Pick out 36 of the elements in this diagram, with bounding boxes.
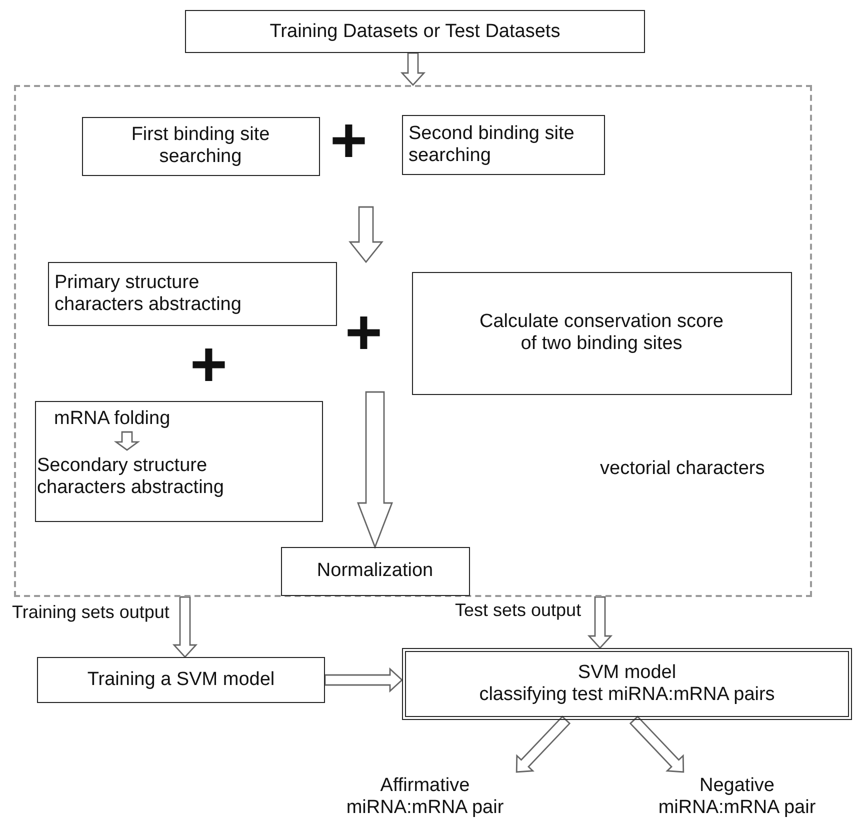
node-label: Normalization — [316, 560, 434, 582]
process-box — [34, 400, 322, 522]
block-arrow — [516, 716, 571, 773]
plus-sign: + — [345, 300, 382, 364]
node-text: Negative miRNA:mRNA pair — [657, 775, 817, 819]
node-label: First binding site searching — [130, 124, 271, 168]
process-box — [280, 546, 470, 596]
node-label: Training a SVM model — [87, 669, 275, 691]
output-box — [402, 648, 852, 720]
process-box — [82, 116, 320, 176]
block-arrow — [587, 596, 613, 650]
plus-sign: + — [330, 108, 368, 172]
node-label: Second binding site searching — [408, 122, 576, 166]
block-arrow — [400, 52, 426, 86]
edge-label: Training sets output — [12, 602, 170, 622]
node-text: Affirmative miRNA:mRNA pair — [345, 775, 505, 819]
process-box — [402, 114, 604, 174]
node-text: Secondary structure characters abstracting — [37, 455, 225, 499]
node-label: Calculate conservation score of two binding sites — [478, 311, 724, 355]
block-arrow — [172, 596, 198, 658]
dashed-group-box — [14, 85, 812, 597]
block-arrow — [114, 431, 140, 451]
node-label: classifying test miRNA:mRNA pairs — [479, 684, 775, 706]
process-box — [412, 272, 792, 394]
process-box — [48, 262, 336, 326]
block-arrow — [629, 716, 684, 773]
node-label: SVM model — [578, 662, 676, 684]
process-box — [37, 657, 325, 703]
plus-sign: + — [190, 332, 228, 396]
block-arrow — [356, 391, 394, 549]
node-label: Training Datasets or Test Datasets — [270, 20, 560, 42]
node-text: mRNA folding — [54, 408, 172, 430]
annotation-text: vectorial characters — [600, 459, 765, 478]
process-box — [185, 10, 645, 53]
node-label: Primary structure characters abstracting — [54, 272, 242, 316]
block-arrow — [324, 667, 404, 693]
